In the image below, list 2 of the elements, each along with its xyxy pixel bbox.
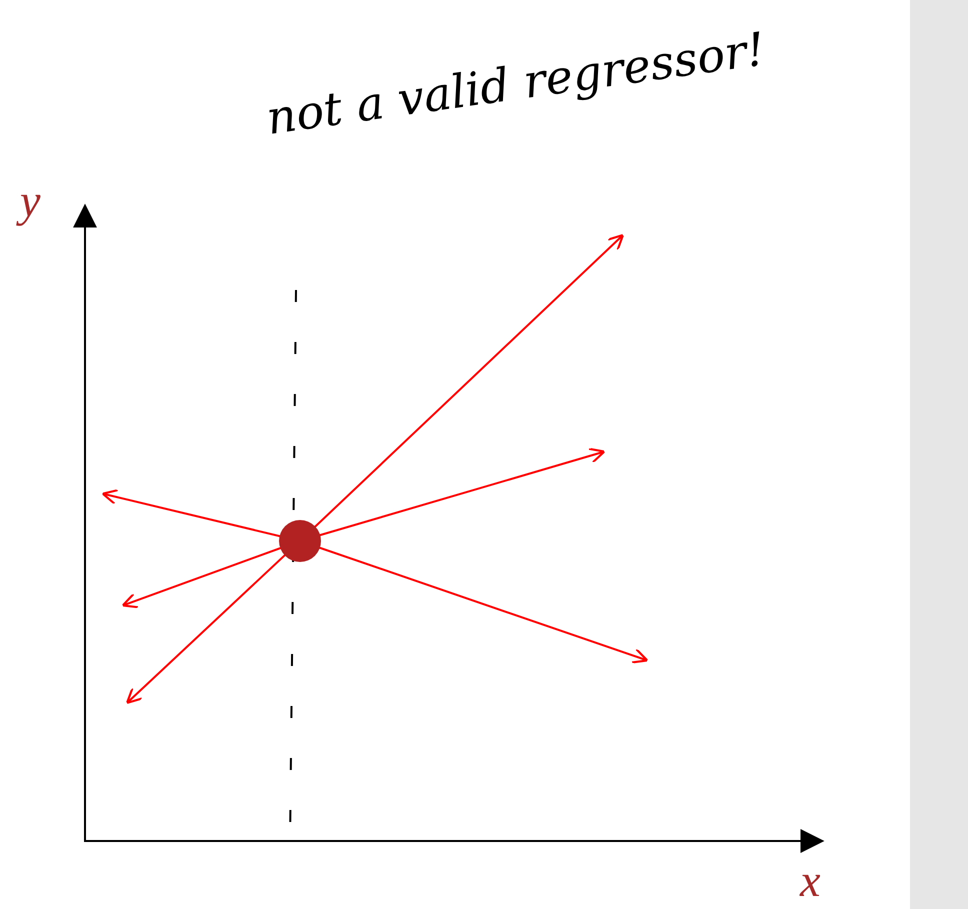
axis-label: x (800, 858, 820, 904)
handwritten-note: not a valid regressor! (264, 26, 768, 141)
